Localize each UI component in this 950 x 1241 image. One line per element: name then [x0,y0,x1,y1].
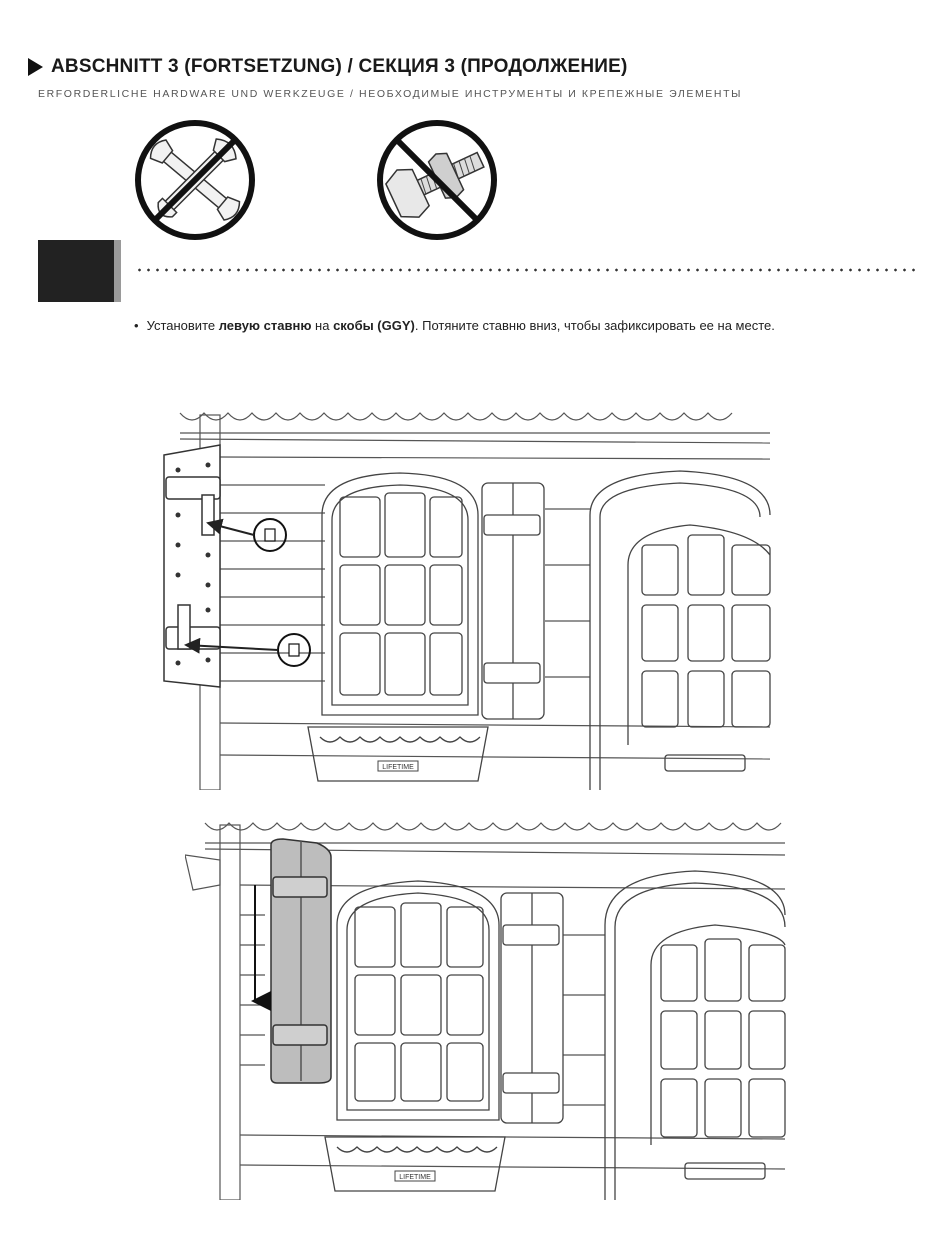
instruction-part-1: Установите [147,318,219,333]
dotted-divider [135,268,915,272]
bullet: • [134,318,139,333]
no-hardware-icon [375,118,499,242]
instruction-bold-2: скобы (GGY) [333,318,415,333]
section-subtitle: ERFORDERLICHE HARDWARE UND WERKZEUGE / Н… [38,88,928,100]
illustration-attach-shutter: LIFETIME [150,405,780,790]
title-row: ABSCHNITT 3 (FORTSETZUNG) / СЕКЦИЯ 3 (ПР… [28,56,928,78]
illustration-pull-shutter-down: LIFETIME [185,815,795,1200]
logo-text-top: LIFETIME [382,764,414,771]
play-arrow-icon [28,58,43,76]
instruction-part-2: на [311,318,333,333]
instruction-bold-1: левую ставню [219,318,312,333]
section-title: ABSCHNITT 3 (FORTSETZUNG) / СЕКЦИЯ 3 (ПР… [51,56,628,78]
step-number-box [38,240,114,302]
no-tools-icon [133,118,257,242]
instruction-text: • Установите левую ставню на скобы (GGY).… [134,318,775,333]
instruction-part-3: . Потяните ставню вниз, чтобы зафиксиров… [415,318,775,333]
step-bar [114,240,121,302]
logo-text-bottom: LIFETIME [399,1174,431,1181]
section-header: ABSCHNITT 3 (FORTSETZUNG) / СЕКЦИЯ 3 (ПР… [28,56,928,100]
